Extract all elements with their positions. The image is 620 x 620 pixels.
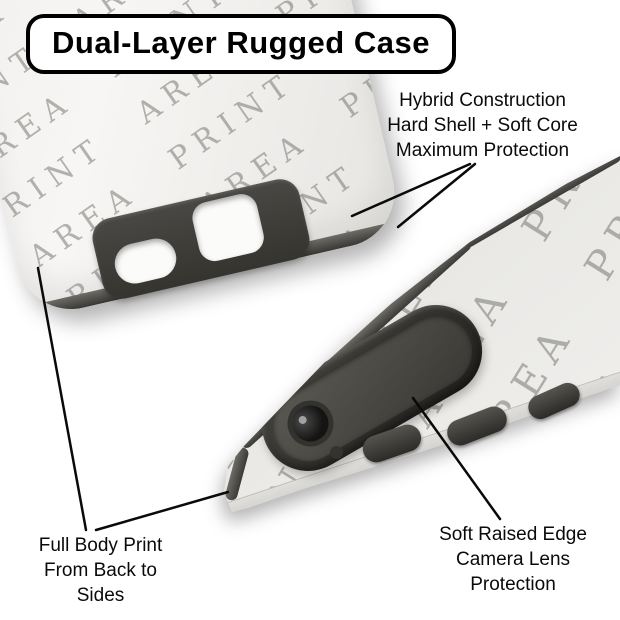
callout-line: Maximum Protection (395, 140, 570, 162)
callout-camera-protection: Soft Raised Edge Camera Lens Protection (413, 522, 613, 597)
callout-line: Hard Shell + Soft Core (387, 115, 578, 137)
callout-line: Hybrid Construction (399, 90, 566, 111)
callout-full-body-print: Full Body Print From Back to Sides (8, 533, 193, 608)
callout-line: From Back to (44, 560, 157, 582)
callout-line: Protection (470, 574, 556, 596)
title-badge: Dual-Layer Rugged Case (26, 14, 456, 74)
callout-line: Sides (76, 585, 125, 607)
title-text: Dual-Layer Rugged Case (52, 25, 430, 60)
flash-hole (330, 446, 343, 459)
lens-glint (297, 414, 309, 426)
callout-hybrid-construction: Hybrid Construction Hard Shell + Soft Co… (360, 88, 605, 163)
callout-line: Soft Raised Edge (439, 524, 587, 545)
callout-line: Full Body Print (38, 535, 163, 556)
callout-line: Camera Lens (455, 549, 571, 571)
